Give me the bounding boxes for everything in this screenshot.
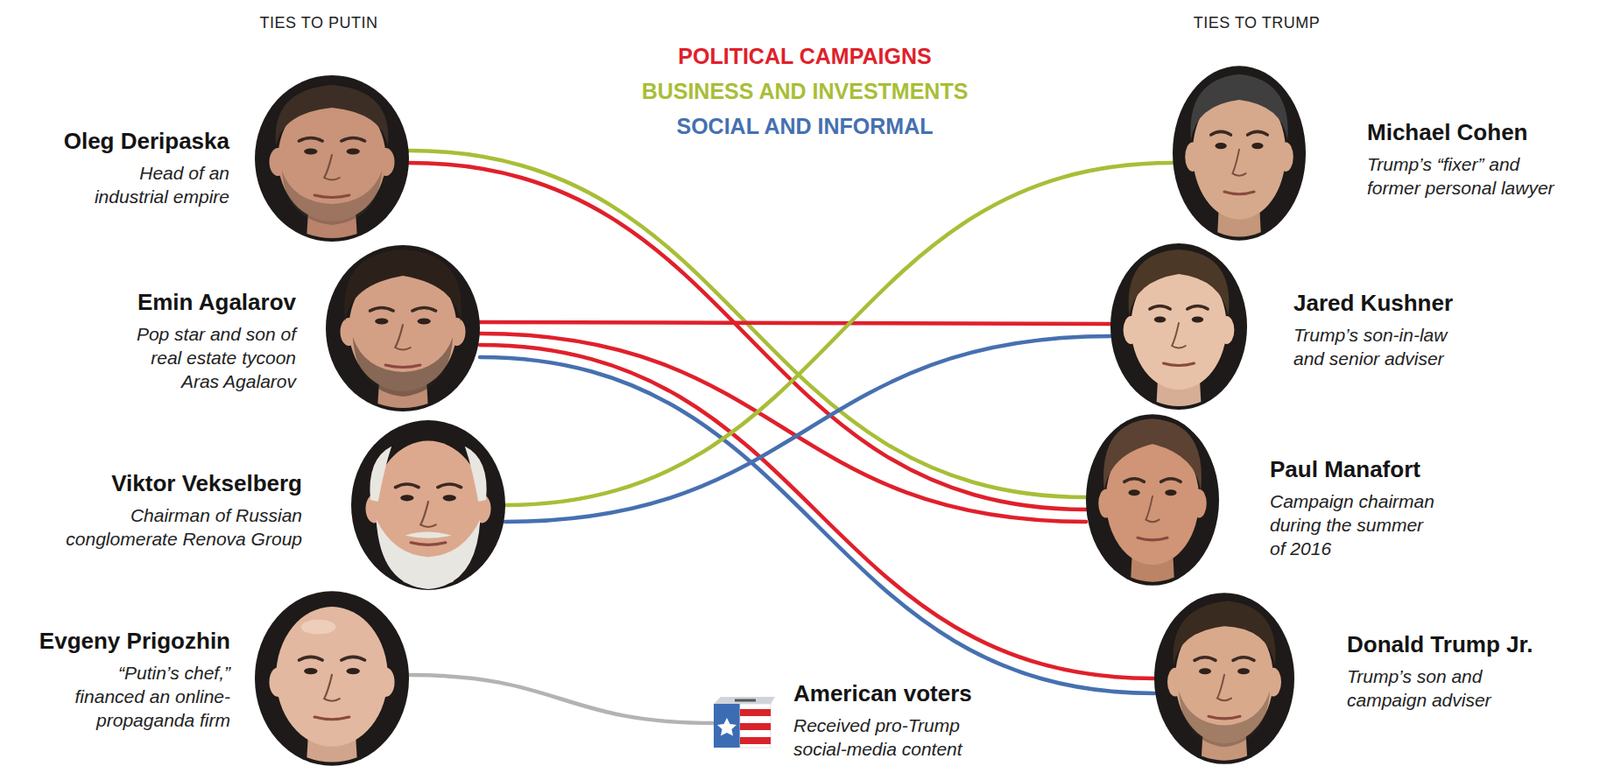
person-entry: Oleg DeripaskaHead of an industrial empi… — [58, 75, 409, 242]
tie-line — [479, 357, 1155, 694]
entry-description: Campaign chairman during the summer of 2… — [1269, 489, 1440, 561]
person-entry: Viktor VekselbergChairman of Russian con… — [42, 420, 506, 591]
column-heading: TIES TO TRUMP — [1193, 14, 1321, 33]
tie-line — [479, 345, 1155, 679]
legend-swatch: BUSINESS AND INVESTMENTS — [641, 73, 969, 109]
entry-text: Viktor VekselbergChairman of Russian con… — [48, 470, 303, 551]
person-entry: Michael CohenTrump’s “fixer” and former … — [1172, 65, 1572, 241]
legend-swatch: SOCIAL AND INFORMAL — [641, 108, 969, 144]
portrait — [1154, 592, 1295, 765]
portrait — [1110, 243, 1248, 410]
entry-description: Trump’s son and campaign adviser — [1346, 664, 1505, 712]
entry-name: Viktor Vekselberg — [48, 470, 303, 497]
entry-name: Emin Agalarov — [116, 288, 297, 316]
audience-entry: American votersReceived pro-Trump social… — [713, 680, 978, 765]
entry-description: Pop star and son of real estate tycoon A… — [116, 322, 297, 394]
person-entry: Paul ManafortCampaign chairman during th… — [1085, 414, 1445, 586]
portrait — [1085, 414, 1220, 586]
entry-name: Michael Cohen — [1367, 119, 1567, 146]
entry-description: Chairman of Russian conglomerate Renova … — [48, 503, 303, 551]
tie-line — [479, 322, 1111, 325]
entry-description: Trump’s son-in-law and senior adviser — [1293, 323, 1469, 371]
tie-line — [505, 336, 1111, 522]
portrait — [1172, 65, 1306, 241]
entry-name: Jared Kushner — [1293, 289, 1469, 317]
legend-text: POLITICAL CAMPAIGNS — [677, 43, 931, 69]
legend: POLITICAL CAMPAIGNS BUSINESS AND INVESTME… — [641, 38, 969, 144]
entry-name: Paul Manafort — [1269, 456, 1440, 483]
entry-text: Donald Trump Jr. Trump’s son and campaign… — [1346, 631, 1533, 712]
legend-text: SOCIAL AND INFORMAL — [676, 113, 933, 139]
entry-text: Michael CohenTrump’s “fixer” and former … — [1367, 119, 1567, 200]
entry-name: Donald Trump Jr. — [1346, 631, 1533, 658]
portrait — [254, 591, 409, 767]
person-entry: Evgeny Prigozhin “Putin’s chef,” financed… — [34, 591, 409, 767]
person-entry: Donald Trump Jr. Trump’s son and campaign… — [1154, 592, 1538, 765]
legend-text: BUSINESS AND INVESTMENTS — [641, 78, 969, 104]
column-heading: TIES TO PUTIN — [260, 14, 379, 33]
entry-text: Evgeny Prigozhin “Putin’s chef,” financed… — [39, 627, 231, 733]
entry-description: Received pro-Trump social-media content — [793, 713, 969, 762]
tie-line — [408, 675, 714, 724]
portrait — [254, 75, 409, 242]
entry-text: Paul ManafortCampaign chairman during th… — [1269, 456, 1440, 561]
person-entry: Emin AgalarovPop star and son of real es… — [111, 245, 480, 412]
entry-name: Evgeny Prigozhin — [39, 627, 231, 655]
entry-description: “Putin’s chef,” financed an online-propa… — [59, 661, 231, 733]
portrait — [325, 245, 480, 412]
entry-description: Trump’s “fixer” and former personal lawy… — [1367, 152, 1567, 200]
entry-text: American votersReceived pro-Trump social… — [793, 680, 973, 762]
portrait — [351, 420, 506, 591]
ballot-box-icon — [713, 697, 776, 748]
person-entry: Jared KushnerTrump’s son-in-law and seni… — [1110, 243, 1474, 410]
tie-line — [505, 162, 1173, 506]
entry-text: Emin AgalarovPop star and son of real es… — [116, 288, 297, 394]
entry-name: Oleg Deripaska — [63, 127, 230, 155]
entry-description: Head of an industrial empire — [71, 161, 230, 209]
entry-text: Oleg DeripaskaHead of an industrial empi… — [63, 127, 230, 209]
entry-name: American voters — [793, 680, 973, 707]
entry-text: Jared KushnerTrump’s son-in-law and seni… — [1293, 289, 1469, 371]
legend-swatch: POLITICAL CAMPAIGNS — [641, 38, 969, 74]
